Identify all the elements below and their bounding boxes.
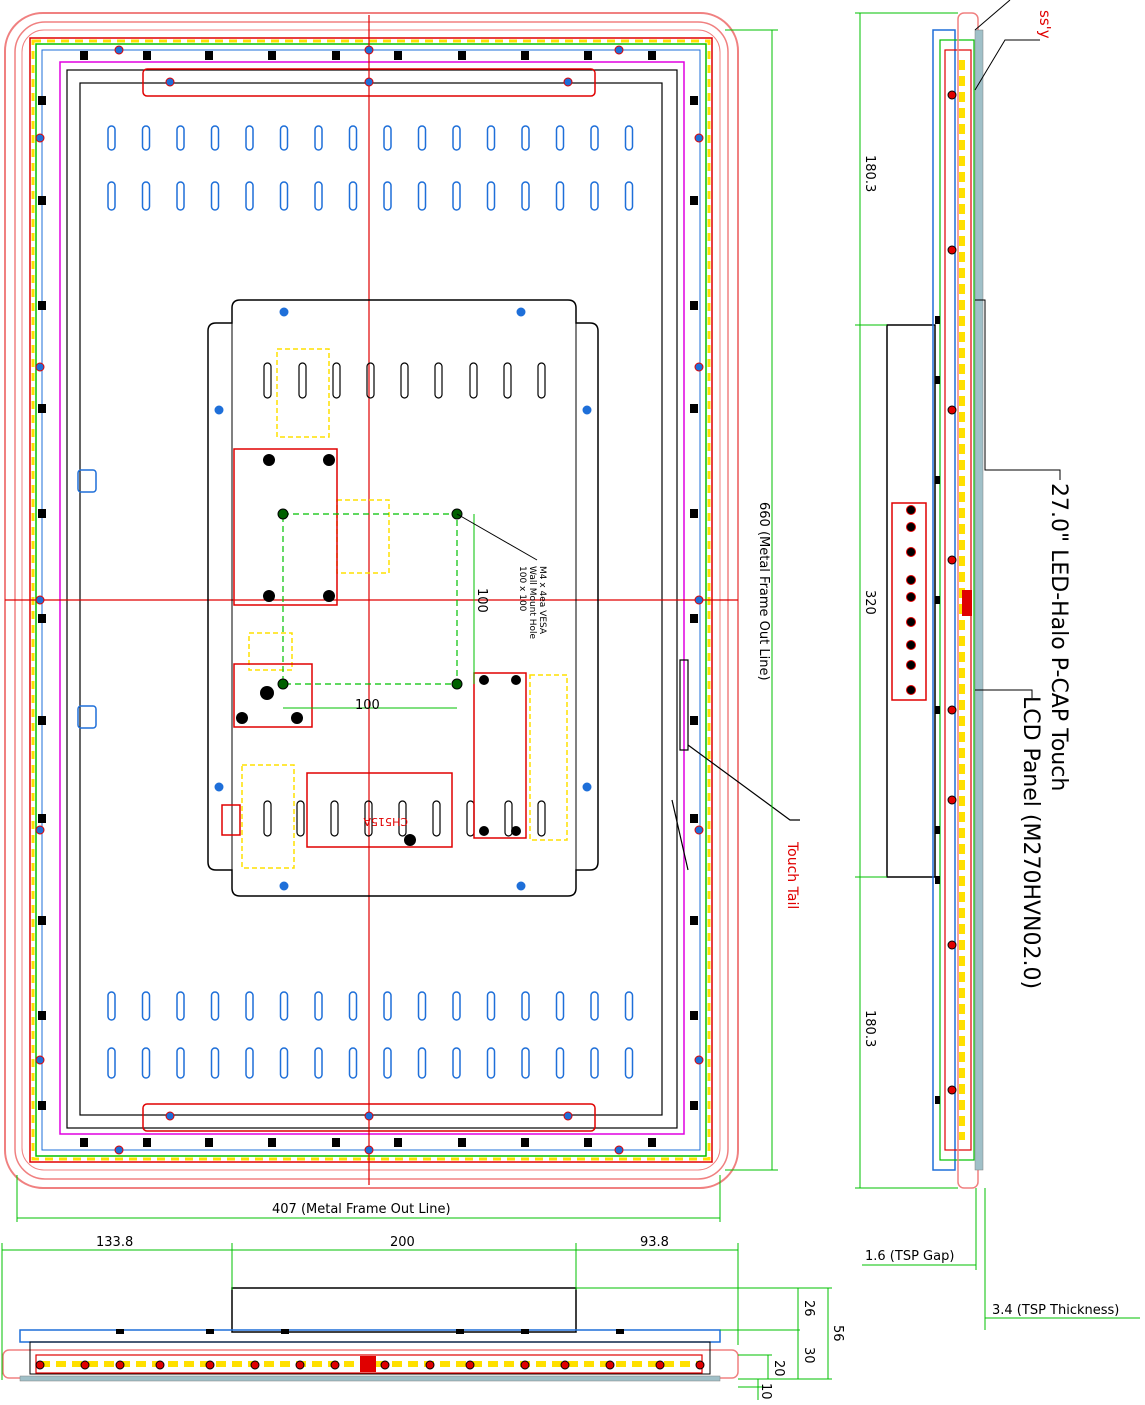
- dim-20-label: 20: [771, 1360, 786, 1377]
- frame-height-label: 660 (Metal Frame Out Line): [756, 502, 771, 681]
- assy-label: ss'y: [1036, 10, 1054, 39]
- dim-26-label: 26: [801, 1300, 816, 1317]
- dim-30-label: 30: [801, 1347, 816, 1364]
- left-offset-label: 133.8: [96, 1235, 133, 1250]
- top-section-label: 180.3: [862, 155, 877, 192]
- frame-width-label: 407 (Metal Frame Out Line): [272, 1202, 451, 1217]
- dim-56-label: 56: [830, 1325, 845, 1342]
- center-width-label: 200: [390, 1235, 415, 1250]
- vesa-horizontal-label: 100: [355, 698, 380, 713]
- dim-10-label: 10: [758, 1383, 773, 1400]
- tsp-thickness-label: 3.4 (TSP Thickness): [992, 1303, 1119, 1318]
- right-offset-label: 93.8: [640, 1235, 669, 1250]
- bottom-section-label: 180.3: [862, 1010, 877, 1047]
- vesa-note: M4 x 4ea VESA Wall Mount Hole 100 x 100: [517, 566, 547, 640]
- lcd-panel-label: LCD Panel (M270HVN02.0): [1018, 696, 1043, 989]
- touch-title-label: 27.0" LED-Halo P-CAP Touch: [1046, 483, 1071, 791]
- bottom-view: [1, 1243, 832, 1400]
- vesa-note-line-3: 100 x 100: [517, 566, 527, 612]
- side-view: [855, 0, 1140, 1330]
- vesa-note-line-1: M4 x 4ea VESA: [537, 566, 547, 635]
- mid-section-label: 320: [862, 590, 877, 615]
- touch-tail-label: Touch Tail: [784, 841, 800, 909]
- board-label: CH515A: [363, 815, 408, 828]
- front-view: [4, 12, 800, 1222]
- tsp-gap-label: 1.6 (TSP Gap): [865, 1249, 954, 1264]
- vesa-note-line-2: Wall Mount Hole: [527, 566, 537, 640]
- vesa-vertical-label: 100: [474, 588, 489, 613]
